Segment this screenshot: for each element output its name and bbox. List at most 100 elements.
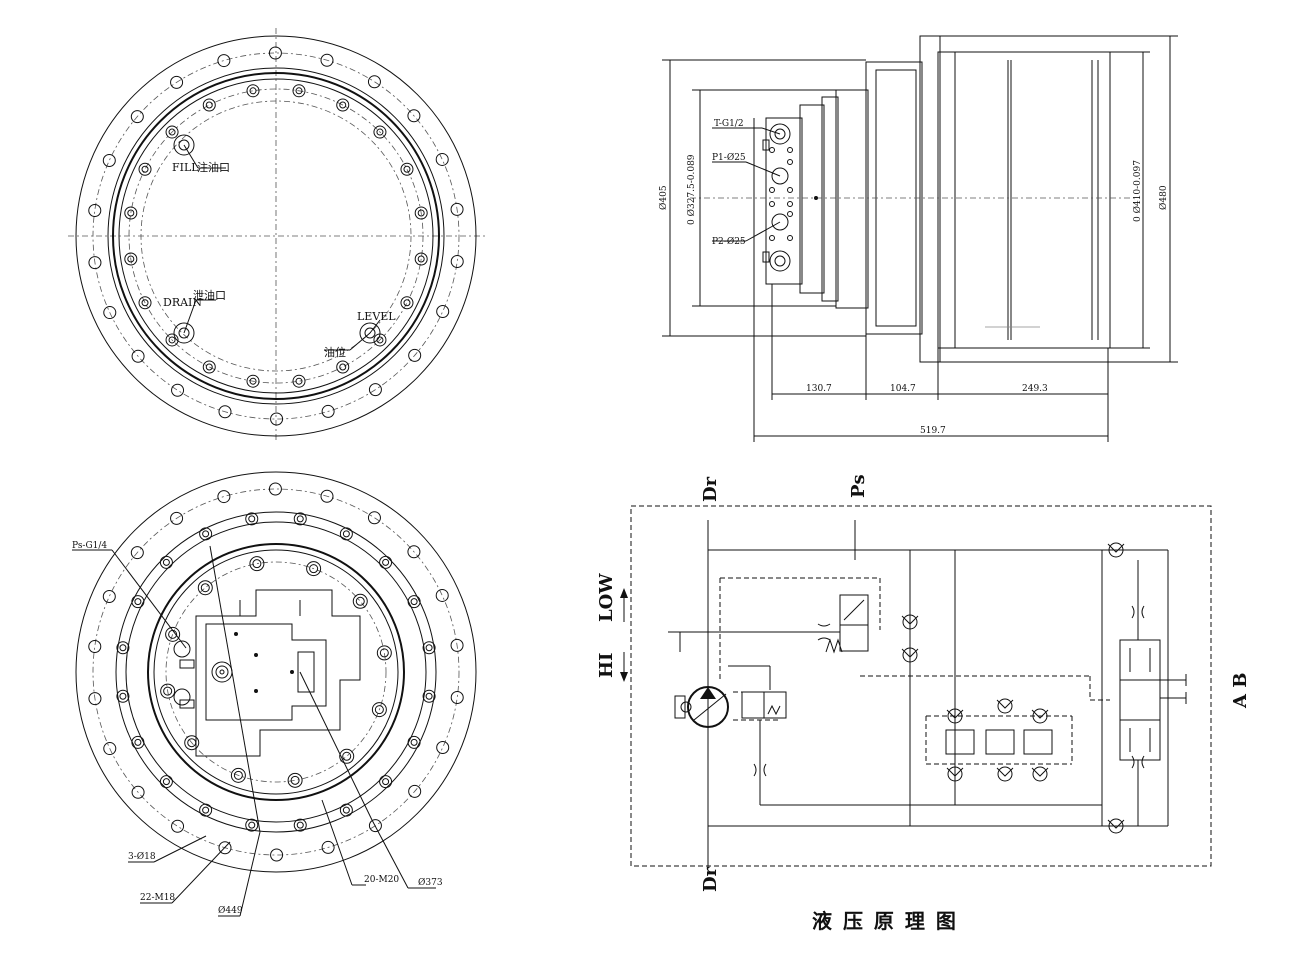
top-inner-hole [373,125,387,139]
valve-block-port [787,235,793,241]
level-label-en: LEVEL [357,310,396,323]
rear-inner-hole [352,593,368,609]
rear-mid-hole [407,595,421,609]
check-valve [997,766,1013,782]
rear-mid-hole-inner [382,558,390,566]
rear-mid-hole-inner [248,515,256,523]
front-view-top: FILL 注油口 DRAIN 泄油口 LEVEL 油位 [68,28,485,442]
rear-mid-hole-inner [342,530,350,538]
top-inner-hole [336,98,350,112]
top-outer-hole [450,254,464,268]
rear-mid-hole [245,818,259,832]
check-valve-seat [1107,543,1125,553]
top-outer-hole [170,75,184,89]
rear-inner-hole-inner [252,559,262,569]
top-inner-hole-inner [141,299,149,307]
rear-outer-hole [102,590,116,604]
top-inner-hole [246,374,260,388]
top-inner-hole-inner [168,128,176,136]
check-valve [902,647,918,663]
top-outer-hole [270,412,284,426]
rear-mid-hole [116,641,130,655]
rear-outer-hole [170,511,184,525]
rear-outer-hole [171,819,185,833]
rear-inner-hole [376,645,392,661]
top-inner-hole [138,296,152,310]
top-inner-hole-inner [339,101,347,109]
top-inner-hole [400,162,414,176]
hyd-low: LOW [596,573,617,622]
drain-label-cn: 泄油口 [193,288,226,302]
check-valve-seat [1031,767,1049,777]
rear-mid-hole-inner [425,644,433,652]
rear-mid-hole [422,689,436,703]
dim-519-7: 519.7 [920,426,946,436]
top-inner-hole-inner [417,255,425,263]
rear-inner-hole [287,772,303,788]
rear-inner-hole-inner [374,705,384,715]
check-valve-seat [901,615,919,625]
top-inner-hole-inner [168,336,176,344]
check-valve [1032,708,1048,724]
valve-block-port [769,235,775,241]
rear-outer-hole [268,482,282,496]
rear-mid-hole-inner [119,644,127,652]
rear-mid-hole [293,512,307,526]
rear-mid-hole-inner [248,821,256,829]
rear-mid-hole [293,818,307,832]
rear-outer-hole [217,490,231,504]
top-inner-hole [202,98,216,112]
rear-mid-hole-inner [202,530,210,538]
rear-mid-hole [407,735,421,749]
top-inner-hole-inner [339,363,347,371]
top-outer-hole [367,75,381,89]
hydraulic-schematic: Dr Ps LOW HI Dr A B 液 压 原 理 图 [596,474,1251,933]
hyd-dr-bottom: Dr [700,866,721,892]
rear-outer-hole [131,785,145,799]
rear-inner-hole-inner [309,564,319,574]
rear-mid-hole-inner [134,738,142,746]
rear-mid-hole-inner [342,806,350,814]
rear-outer-hole [408,784,422,798]
dim-dia-405: Ø405 [658,185,669,210]
rear-mid-hole [199,803,213,817]
rear-mid-hole [199,527,213,541]
check-valve [947,708,963,724]
rear-outer-hole [367,511,381,525]
top-outer-hole [435,152,449,166]
rear-inner-hole [230,767,246,783]
top-inner-hole [414,252,428,266]
valve-block-port [787,187,793,193]
rear-inner-hole [165,626,181,642]
check-valve [1032,766,1048,782]
rear-mid-hole-inner [425,692,433,700]
rear-inner-hole [160,683,176,699]
check-valve-seat [996,699,1014,709]
top-inner-hole-inner [417,209,425,217]
dim-249-3: 249.3 [1022,384,1048,394]
dia-373-label: Ø373 [418,877,443,888]
top-inner-hole-inner [127,209,135,217]
dim-130-7: 130.7 [806,384,832,394]
valve-block-port [787,211,793,217]
drain-label-en: DRAIN [163,296,202,309]
rear-mid-hole [379,555,393,569]
top-outer-hole [130,110,144,124]
top-outer-hole [218,405,232,419]
top-outer-hole [320,53,334,67]
rear-mid-hole-inner [162,558,170,566]
port-t-label: T-G1/2 [714,119,744,129]
rear-mid-hole [339,803,353,817]
top-inner-hole-inner [141,165,149,173]
top-outer-hole [171,383,185,397]
rear-mid-hole-inner [119,692,127,700]
dim-104-7: 104.7 [890,384,916,394]
check-valve-seat [1031,709,1049,719]
top-inner-hole [400,296,414,310]
rear-outer-hole [130,546,144,560]
dim-dia-3275: 0 Ø327.5-0.089 [686,154,697,225]
rear-mid-hole-inner [134,598,142,606]
rear-mid-hole-inner [410,738,418,746]
side-view: Ø405 0 Ø327.5-0.089 0 Ø410-0.097 Ø480 13… [658,35,1178,442]
rear-inner-hole-inner [342,751,352,761]
